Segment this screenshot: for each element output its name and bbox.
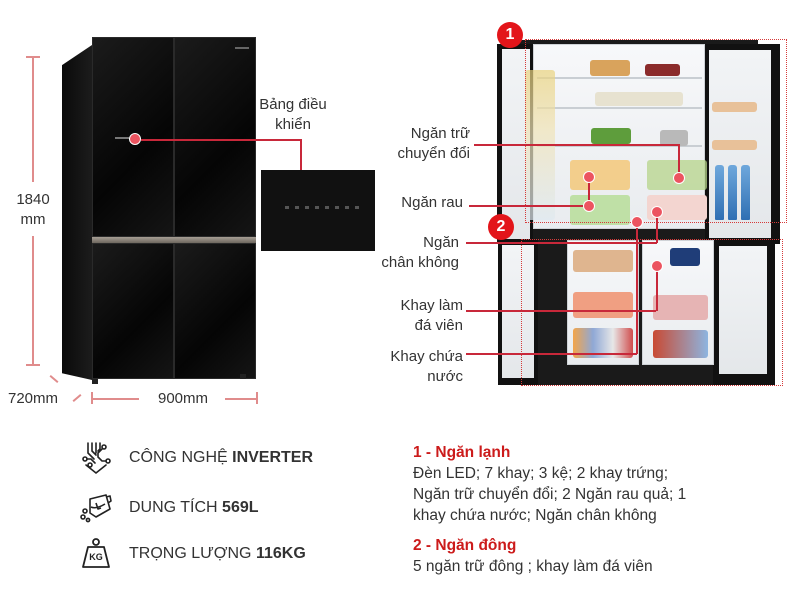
vegetable-drawer-callout-vertical (588, 177, 590, 206)
fridge-foot-right (240, 374, 246, 379)
control-panel-closeup (261, 170, 375, 251)
water-tray-hotspot[interactable] (631, 216, 643, 228)
vacuum-compartment-label: Ngăn chân không (381, 234, 459, 271)
vacuum-compartment-callout-line (466, 242, 657, 244)
width-dimension-label: 900mm (157, 390, 209, 407)
capacity-jug-icon (78, 490, 114, 526)
food-item (573, 250, 633, 272)
fridge-door-bottom-left (92, 243, 174, 379)
control-panel-callout-line-vertical (300, 139, 302, 170)
food-item (660, 130, 688, 146)
brand-logo (235, 47, 249, 49)
ice-tray-callout-line (466, 310, 656, 312)
control-panel-leds (115, 137, 129, 139)
fridge-zone-outline (525, 39, 787, 223)
open-door-bottom-left (498, 240, 538, 385)
ice-tray-hotspot[interactable] (651, 260, 663, 272)
height-dimension-line-top (32, 57, 34, 182)
freezer-zone-outline (521, 239, 783, 386)
vegetable-drawer-hotspot-bottom[interactable] (583, 200, 595, 212)
egg-tray (712, 140, 757, 150)
vacuum-compartment-callout-vertical (656, 212, 658, 243)
vegetable-drawer-label: Ngăn rau (401, 194, 463, 211)
control-panel-label: Bảng điều khiển (259, 96, 327, 133)
depth-dimension-marker (49, 375, 59, 383)
feature-capacity: DUNG TÍCH 569L (78, 490, 259, 526)
convertible-compartment-callout-line (474, 144, 679, 146)
fridge-foot-left (92, 379, 98, 384)
food-item (653, 330, 708, 358)
feature-weight: KG TRỌNG LƯỢNG 116KG (78, 536, 306, 572)
height-dimension-tick-top (26, 56, 40, 58)
control-panel-hotspot[interactable] (129, 133, 141, 145)
convertible-compartment-label: Ngăn trữ chuyển đổi (397, 125, 470, 162)
feature-inverter-text: CÔNG NGHỆ INVERTER (129, 449, 314, 466)
food-item (653, 295, 708, 320)
fridge-open-image (495, 30, 787, 386)
food-item (590, 60, 630, 76)
zone-2-badge: 2 (488, 214, 514, 240)
fridge-door-top-right (174, 37, 256, 237)
vegetable-drawer (570, 195, 630, 225)
weight-kg-icon: KG (78, 536, 114, 572)
water-bottle (741, 165, 750, 220)
ice-tray-label: Khay làm đá viên (400, 297, 463, 334)
zone-1-badge: 1 (497, 22, 523, 48)
control-panel-buttons (285, 206, 359, 209)
water-tray-label: Khay chứa nước (390, 348, 463, 385)
water-tray-callout-line (466, 353, 637, 355)
feature-weight-text: TRỌNG LƯỢNG 116KG (129, 545, 306, 562)
width-dimension-tick-left (91, 392, 93, 404)
food-item (670, 248, 700, 266)
water-bottle (715, 165, 724, 220)
height-dimension-line-bottom (32, 236, 34, 364)
fridge-handle-bar (92, 237, 256, 243)
open-door-bottom-right (713, 240, 775, 385)
feature-capacity-text: DUNG TÍCH 569L (129, 499, 259, 516)
food-item (595, 92, 683, 106)
freezer-section-description: 5 ngăn trữ đông ; khay làm đá viên (413, 558, 653, 575)
fridge-closed-image (62, 37, 256, 384)
fridge-side-panel (62, 45, 92, 380)
convertible-compartment-callout-vertical (678, 144, 680, 176)
water-tray-callout-vertical (636, 222, 638, 354)
drawer-left (570, 160, 630, 190)
food-item (645, 64, 680, 76)
width-dimension-tick-right (256, 392, 258, 404)
food-item (591, 128, 631, 144)
convertible-compartment-hotspot[interactable] (673, 172, 685, 184)
width-dimension-line-right (225, 398, 257, 400)
feature-inverter: CÔNG NGHỆ INVERTER (78, 440, 313, 476)
height-dimension-tick-bottom (26, 364, 40, 366)
egg-tray (712, 102, 757, 112)
inverter-chip-icon (78, 440, 114, 476)
vegetable-drawer-hotspot-top[interactable] (583, 171, 595, 183)
water-bottle (728, 165, 737, 220)
control-panel-callout-line (141, 139, 302, 141)
width-dimension-line-left (91, 398, 139, 400)
height-dimension-label: 1840 mm (16, 191, 50, 228)
fridge-door-bottom-right (174, 243, 256, 379)
fridge-section-title: 1 - Ngăn lạnh (413, 444, 511, 461)
ice-tray-callout-vertical (656, 266, 658, 311)
vegetable-drawer-callout-line (469, 205, 589, 207)
freezer-section-title: 2 - Ngăn đông (413, 537, 517, 554)
vacuum-compartment-hotspot[interactable] (651, 206, 663, 218)
depth-dimension-marker-end (72, 394, 82, 402)
fridge-section-description: Đèn LED; 7 khay; 3 kệ; 2 khay trứng; Ngă… (413, 465, 687, 524)
depth-dimension-label: 720mm (8, 390, 59, 407)
food-item (573, 292, 633, 318)
